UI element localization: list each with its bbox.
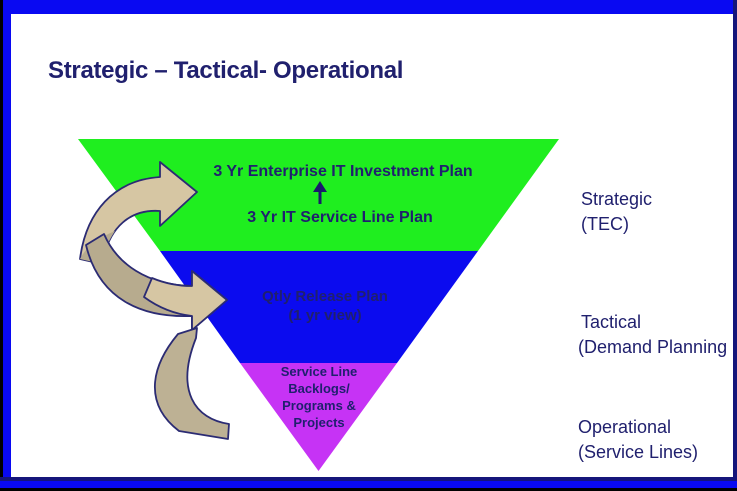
side-label-operational: Operational	[578, 417, 672, 437]
side-label-strategic-sub: (TEC)	[581, 214, 629, 234]
slide-title: Strategic – Tactical- Operational	[48, 57, 404, 84]
side-label-tactical-sub: (Demand Planning	[578, 337, 728, 357]
curved-arrow-icon	[143, 270, 228, 331]
tactical-layer-line2: (1 yr view)	[288, 307, 362, 324]
side-label-tactical: Tactical	[581, 312, 642, 332]
slide-border-left	[3, 0, 11, 491]
curved-arrow-icon	[153, 327, 230, 440]
slide-border-top	[0, 0, 737, 14]
slide-border-bottom-edge	[0, 488, 737, 491]
operational-layer-shape	[240, 363, 397, 471]
side-label-strategic: Strategic	[581, 189, 653, 209]
slide-border-bottom	[0, 481, 737, 488]
operational-layer-line4: Projects	[293, 415, 345, 430]
strategic-layer-line2: 3 Yr IT Service Line Plan	[247, 209, 433, 226]
operational-layer-line1: Service Line	[280, 364, 358, 379]
tactical-layer-shape	[160, 251, 478, 363]
tactical-layer-line1: Qtly Release Plan	[262, 288, 388, 305]
operational-layer-line2: Backlogs/	[288, 381, 350, 396]
operational-layer-line3: Programs &	[282, 398, 356, 413]
side-label-operational-sub: (Service Lines)	[578, 442, 699, 462]
strategic-layer-line1: 3 Yr Enterprise IT Investment Plan	[213, 163, 473, 180]
slide-border-left-edge	[0, 0, 3, 491]
slide-border-bottom-line	[0, 477, 737, 481]
slide-border-right	[733, 0, 737, 491]
up-arrow-icon	[313, 181, 327, 204]
